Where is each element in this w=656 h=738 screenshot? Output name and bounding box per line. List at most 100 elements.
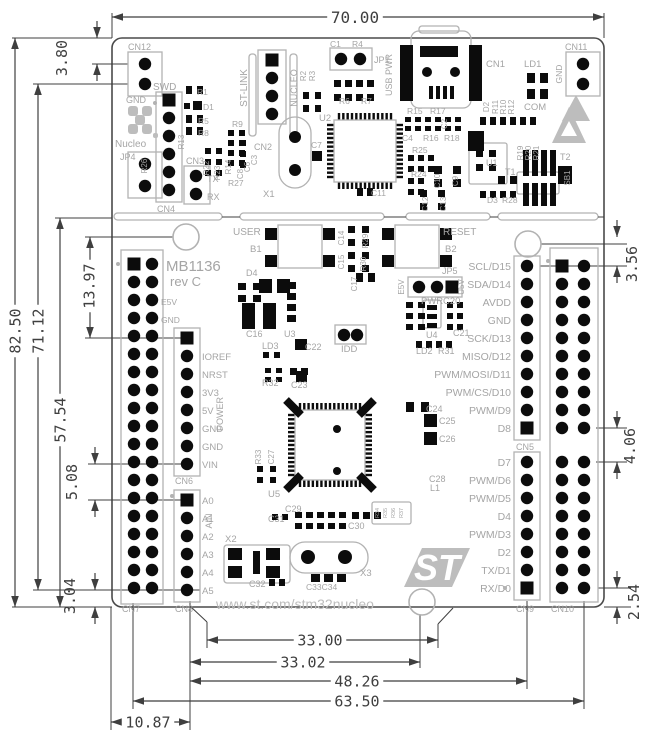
smd-part — [228, 548, 242, 560]
silk-label-U2: U2 — [319, 113, 331, 124]
pin — [145, 527, 159, 541]
dim-2.54-arrow — [613, 607, 621, 618]
pin — [334, 52, 348, 66]
qfp-pin — [327, 162, 334, 166]
qfp-pin — [376, 113, 380, 120]
pin-square — [162, 93, 176, 107]
qfp-pin — [363, 182, 367, 189]
silk-label-C29: C29 — [285, 504, 302, 514]
header-IDD — [334, 324, 367, 345]
dim-33.00-textbg — [293, 630, 347, 648]
smd-pad — [498, 176, 505, 184]
header-CN8-outline — [173, 489, 201, 603]
silk-label-CN5: CN5 — [516, 442, 534, 452]
dim-5.08-value: 5.08 — [63, 464, 81, 500]
qfp-pin — [327, 167, 334, 170]
smd-part — [277, 279, 290, 293]
qfp-corner-mark — [356, 397, 377, 418]
smd-pad — [408, 178, 414, 184]
silk-label-CN8: CN8 — [175, 604, 193, 614]
header-JP4-outline — [127, 151, 163, 199]
silk-label-R7: R7 — [361, 96, 372, 106]
dim-3.04-value: 3.04 — [61, 578, 79, 614]
pin — [180, 385, 194, 399]
component-pad — [301, 550, 315, 564]
silk-label-RX: RX — [207, 192, 220, 202]
silk-label-X3: X3 — [360, 568, 372, 579]
pin — [555, 581, 569, 595]
silk-label-R26: R26 — [140, 158, 149, 173]
silk-label-R15: R15 — [407, 106, 423, 116]
pin — [555, 509, 569, 523]
pin-square — [127, 257, 141, 271]
button-pad — [323, 228, 335, 240]
qfp-pin — [365, 426, 372, 430]
smd-pad — [317, 512, 324, 518]
qfp-pin — [381, 113, 384, 120]
smd-pad — [348, 252, 355, 259]
pin — [577, 259, 591, 273]
smd-pad — [257, 477, 263, 483]
smd-pad — [418, 302, 425, 308]
button-pad — [440, 255, 452, 267]
pin — [162, 165, 176, 179]
smd-pad — [480, 117, 486, 125]
qfp-pin — [288, 443, 295, 447]
smd-pad — [352, 512, 359, 519]
pin — [127, 365, 141, 379]
qfp-pin — [389, 113, 393, 120]
smd-part — [367, 188, 373, 196]
silk-label-D3: D3 — [487, 195, 498, 205]
smd-pad — [239, 130, 245, 136]
smd-pad — [418, 166, 424, 172]
silk-label-CN2: CN2 — [254, 142, 272, 152]
pin-label-D7: D7 — [498, 457, 512, 469]
silk-label-LD2: LD2 — [416, 346, 433, 356]
silk-label-U1: U1 — [486, 158, 498, 168]
smd-pad — [240, 151, 246, 157]
header-CN12-outline — [127, 51, 163, 97]
smd-pad — [228, 160, 234, 166]
silk-label-R3: R3 — [308, 70, 317, 81]
qfp-pin — [365, 413, 372, 417]
qfp-pin — [396, 145, 403, 148]
st-logo-shape — [404, 548, 470, 587]
dim-13.97-value: 13.97 — [80, 263, 98, 308]
smd-pad — [405, 117, 411, 122]
qfp-pin — [381, 182, 384, 189]
smd-part — [550, 150, 556, 176]
nucleo-logo-dot — [153, 133, 158, 138]
qfp-pin — [288, 439, 295, 442]
pin-label-SCK/D13: SCK/D13 — [467, 333, 511, 345]
pin — [127, 473, 141, 487]
mounting-hole — [514, 230, 542, 258]
qfp-pin — [288, 452, 295, 455]
silk-label-CN7: CN7 — [122, 604, 140, 614]
smd-pad — [269, 579, 275, 586]
push-button — [382, 224, 452, 269]
dim-48.26-value: 48.26 — [334, 672, 379, 690]
pin — [520, 545, 534, 559]
smd-pad — [348, 265, 355, 272]
smd-pad — [489, 164, 496, 171]
smd-pad — [480, 191, 486, 198]
header-CN3-outline — [183, 165, 211, 205]
qfp-pin — [346, 113, 349, 120]
component-pad — [422, 67, 432, 77]
header-CN4 — [155, 91, 183, 203]
qfp-pin — [311, 480, 315, 487]
pin-label-IOREF: IOREF — [202, 352, 231, 363]
component-outline — [468, 142, 508, 185]
dim-82.50-arrow — [11, 38, 19, 49]
smd-pad — [328, 523, 335, 529]
smd-pad — [339, 523, 346, 529]
pin — [127, 509, 141, 523]
silk-label-C21: C21 — [453, 328, 470, 338]
smd-pad — [315, 92, 321, 99]
smd-part — [443, 86, 447, 99]
silk-label-C23: C23 — [291, 380, 308, 390]
qfp-pin — [376, 182, 380, 189]
smd-pad — [457, 302, 463, 308]
pin — [145, 347, 159, 361]
pin — [555, 349, 569, 363]
